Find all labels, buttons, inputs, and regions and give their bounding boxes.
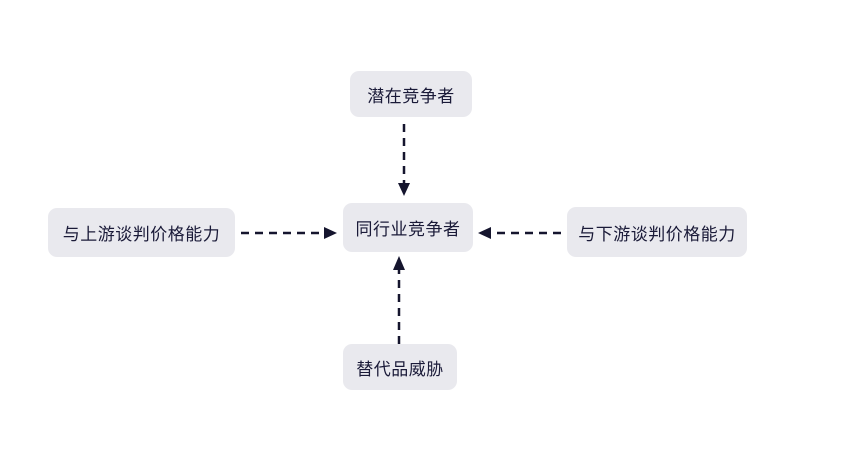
node-substitute-threat-label: 替代品威胁 <box>356 359 444 379</box>
edge-potential-to-center <box>398 124 410 196</box>
node-upstream-bargaining-power: 与上游谈判价格能力 <box>48 208 235 257</box>
node-industry-competitors-label: 同行业竞争者 <box>355 220 461 239</box>
node-potential-competitors-label: 潜在竞争者 <box>367 86 455 106</box>
node-potential-competitors: 潜在竞争者 <box>350 71 472 117</box>
node-substitute-threat: 替代品威胁 <box>343 344 457 390</box>
node-upstream-bargaining-power-label: 与上游谈判价格能力 <box>62 225 221 244</box>
edge-substitute-to-center <box>393 256 405 344</box>
node-downstream-bargaining-power-label: 与下游谈判价格能力 <box>578 224 736 244</box>
node-industry-competitors: 同行业竞争者 <box>343 203 473 252</box>
edge-downstream-to-center <box>478 227 561 239</box>
node-downstream-bargaining-power: 与下游谈判价格能力 <box>567 207 747 257</box>
edge-upstream-to-center <box>241 227 337 239</box>
